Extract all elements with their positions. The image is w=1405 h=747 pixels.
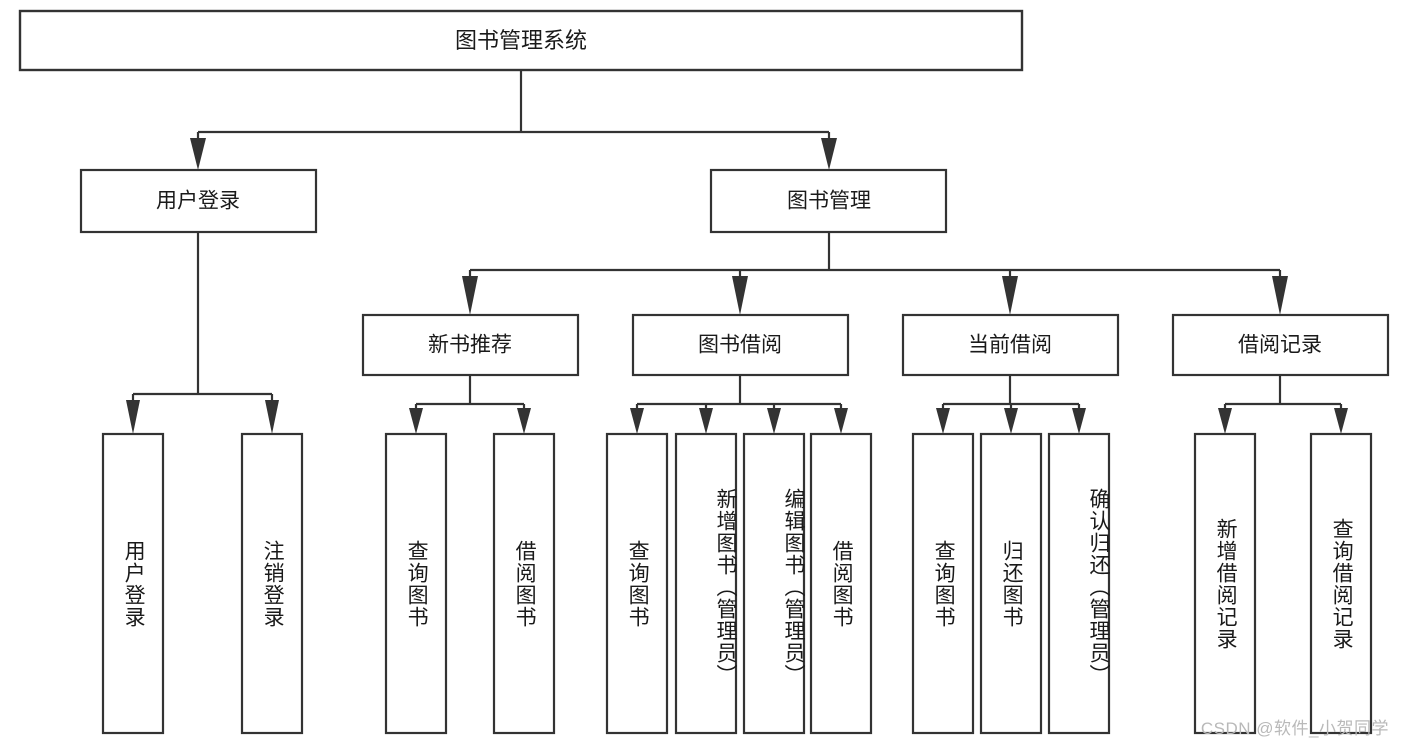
node-leaf-query-book-3-box[interactable] — [911, 432, 975, 735]
arrow-head-leaf-add-record — [1218, 408, 1232, 434]
arrow-head-book-borrow — [732, 276, 748, 315]
leaf-box-group — [101, 432, 1373, 735]
node-new-book-recommend-label: 新书推荐 — [428, 334, 512, 357]
node-leaf-return-book-box[interactable] — [979, 432, 1043, 735]
arrow-head-book-manage — [821, 138, 837, 170]
node-borrow-record-box[interactable] — [1171, 313, 1390, 377]
node-book-borrow-label: 图书借阅 — [698, 334, 782, 357]
node-new-book-recommend-box[interactable] — [361, 313, 580, 377]
connector-group — [126, 70, 1348, 434]
arrow-head-leaf-confirm-return — [1072, 408, 1086, 434]
arrow-head-current-borrow — [1002, 276, 1018, 315]
arrow-head-borrow-record — [1272, 276, 1288, 315]
node-user-login-box[interactable] — [79, 168, 318, 234]
arrow-head-leaf-query-book-3 — [936, 408, 950, 434]
node-leaf-borrow-book-1-box[interactable] — [492, 432, 556, 735]
arrow-head-user-login — [190, 138, 206, 170]
node-leaf-query-record-box[interactable] — [1309, 432, 1373, 735]
arrow-head-leaf-edit-book — [767, 408, 781, 434]
node-user-login-label: 用户登录 — [156, 190, 240, 213]
arrow-head-leaf-user-logout — [265, 400, 279, 434]
node-current-borrow-box[interactable] — [901, 313, 1120, 377]
node-leaf-user-logout-box[interactable] — [240, 432, 304, 735]
node-borrow-record-label: 借阅记录 — [1238, 334, 1322, 357]
node-root-label: 图书管理系统 — [455, 28, 587, 53]
node-current-borrow-label: 当前借阅 — [968, 334, 1052, 357]
node-leaf-borrow-book-2-box[interactable] — [809, 432, 873, 735]
arrow-head-leaf-query-book-2 — [630, 408, 644, 434]
arrow-head-leaf-borrow-book-1 — [517, 408, 531, 434]
arrow-head-leaf-add-book — [699, 408, 713, 434]
node-book-borrow[interactable]: 图书借阅 — [631, 313, 850, 377]
node-book-manage-box[interactable] — [709, 168, 948, 234]
node-leaf-edit-book-box[interactable] — [742, 432, 806, 735]
node-book-manage[interactable]: 图书管理 — [709, 168, 948, 234]
arrow-head-leaf-user-login — [126, 400, 140, 434]
node-leaf-confirm-return-box[interactable] — [1047, 432, 1111, 735]
arrow-head-leaf-query-book-1 — [409, 408, 423, 434]
arrow-head-new-book-recommend — [462, 276, 478, 315]
node-borrow-record[interactable]: 借阅记录 — [1171, 313, 1390, 377]
arrow-head-leaf-query-record — [1334, 408, 1348, 434]
node-current-borrow[interactable]: 当前借阅 — [901, 313, 1120, 377]
node-book-manage-label: 图书管理 — [787, 190, 871, 213]
node-leaf-user-login-box[interactable] — [101, 432, 165, 735]
node-leaf-query-book-2-box[interactable] — [605, 432, 669, 735]
csdn-watermark: CSDN @软件_小贺同学 — [1200, 719, 1389, 738]
node-root-box[interactable] — [18, 9, 1024, 72]
node-user-login[interactable]: 用户登录 — [79, 168, 318, 234]
node-new-book-recommend[interactable]: 新书推荐 — [361, 313, 580, 377]
arrow-head-leaf-return-book — [1004, 408, 1018, 434]
node-book-borrow-box[interactable] — [631, 313, 850, 377]
arrow-head-leaf-borrow-book-2 — [834, 408, 848, 434]
node-root[interactable]: 图书管理系统 — [18, 9, 1024, 72]
node-leaf-add-book-box[interactable] — [674, 432, 738, 735]
node-leaf-query-book-1-box[interactable] — [384, 432, 448, 735]
node-leaf-add-record-box[interactable] — [1193, 432, 1257, 735]
